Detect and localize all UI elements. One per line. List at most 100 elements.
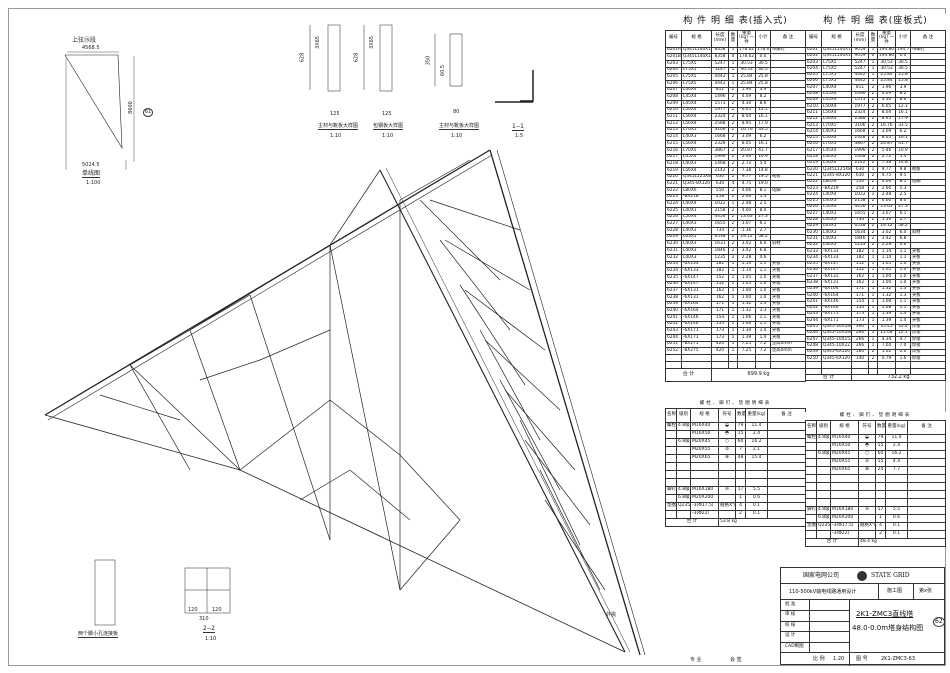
table-cell: 7.2 bbox=[755, 340, 771, 349]
inner-chord bbox=[385, 167, 631, 653]
table-cell: 1.0 bbox=[755, 280, 771, 289]
table-cell: 3867 bbox=[711, 146, 729, 155]
table-cell: 19.0 bbox=[755, 180, 771, 188]
table-cell: 焊接 bbox=[909, 336, 947, 344]
table-cell: 4.8级 bbox=[676, 421, 691, 431]
column-header: 备 注 bbox=[907, 419, 946, 435]
table-cell: 夹板 bbox=[909, 310, 947, 319]
table-cell: 1631 bbox=[711, 240, 729, 249]
note-cell bbox=[767, 429, 806, 439]
table-cell: 1.06 bbox=[737, 320, 756, 329]
table-cell: 2 bbox=[728, 173, 738, 182]
table-cell: 4.8级 bbox=[816, 433, 831, 443]
table-cell: L75X5 bbox=[681, 66, 712, 75]
column-header: 小计 bbox=[755, 29, 771, 48]
note-cell bbox=[907, 449, 946, 459]
table-cell: L40X3 bbox=[681, 227, 712, 235]
table-cell: ◓ bbox=[718, 429, 736, 439]
table-cell: 5.4 bbox=[755, 160, 771, 168]
table-cell: 6.8级 bbox=[816, 513, 831, 523]
empty-cell bbox=[676, 477, 691, 487]
empty-cell bbox=[816, 489, 831, 499]
table-cell: 15.4 bbox=[745, 453, 768, 463]
table-title: 螺栓、脚钉、垫圈明细表 bbox=[699, 400, 772, 406]
table-cell: 171 bbox=[711, 307, 729, 315]
table-cell: L50X4 bbox=[681, 106, 712, 115]
table-cell: L40X3 bbox=[681, 253, 712, 262]
truss-member bbox=[259, 329, 331, 361]
table-cell: M16X180 bbox=[690, 485, 719, 495]
empty-row bbox=[805, 473, 946, 483]
section-2-dim-b: 120 bbox=[212, 607, 222, 613]
table-cell: 6217 bbox=[665, 153, 682, 162]
column-header: 备 注 bbox=[909, 29, 947, 48]
empty-cell bbox=[745, 469, 768, 479]
table-cell: L50X4 bbox=[681, 213, 712, 222]
table-cell: 29.12 bbox=[737, 233, 756, 242]
brand-name: STATE GRID bbox=[871, 572, 910, 579]
role-row-line bbox=[781, 631, 849, 633]
table-cell: 12.1 bbox=[755, 106, 771, 115]
table-cell bbox=[909, 90, 947, 98]
table-cell: 6252 bbox=[665, 347, 682, 356]
table-cell: 1.14 bbox=[737, 260, 756, 269]
empty-cell bbox=[805, 473, 817, 483]
column-header: 符号 bbox=[858, 419, 876, 435]
table-cell: 6236 bbox=[665, 280, 682, 289]
table-cell: 0.1 bbox=[885, 521, 908, 531]
column-header: 重量(kg) 一件 bbox=[737, 29, 756, 48]
table-cell: 6213 bbox=[665, 126, 682, 135]
table-cell: 1.32 bbox=[737, 300, 756, 309]
table-cell: 4.06 bbox=[737, 186, 756, 195]
table-cell: 2 bbox=[728, 93, 738, 101]
note-cell bbox=[767, 493, 806, 503]
table-cell: 7.25 bbox=[737, 347, 756, 356]
table-cell: 2 bbox=[728, 100, 738, 108]
table-cell: M16X40 bbox=[830, 433, 859, 443]
table-cell: 夹板 bbox=[769, 287, 807, 295]
table-cell: 夹板 bbox=[909, 304, 947, 312]
table-cell: 3.42 bbox=[737, 247, 756, 255]
table-cell: 6243 bbox=[665, 327, 682, 336]
table-cell: 8.1 bbox=[755, 186, 771, 195]
table-cell: 2 bbox=[728, 86, 738, 95]
column-header: 名称 bbox=[665, 407, 677, 423]
table-cell: 17 bbox=[735, 485, 746, 495]
detail-2-width: 125 bbox=[382, 111, 392, 117]
table-cell: 1.1 bbox=[755, 267, 771, 275]
empty-cell bbox=[735, 469, 746, 479]
empty-cell bbox=[767, 461, 806, 471]
empty-row bbox=[665, 469, 806, 479]
table-cell bbox=[718, 509, 736, 519]
role-row-line bbox=[781, 641, 849, 643]
table-cell: 5.5 bbox=[745, 485, 768, 495]
scale-value: 1:20 bbox=[833, 656, 845, 662]
table-cell: 1 bbox=[728, 260, 738, 269]
lower-chord bbox=[239, 469, 626, 653]
table-cell bbox=[769, 153, 807, 162]
table-cell: 7.7 bbox=[885, 465, 908, 475]
column-header: 编号 bbox=[665, 29, 682, 48]
table-cell bbox=[665, 493, 677, 502]
table-cell: 1 bbox=[728, 73, 738, 81]
table-cell bbox=[909, 71, 947, 80]
table-cell: L45X4 bbox=[681, 93, 712, 101]
table-cell: 焊接 bbox=[909, 329, 947, 338]
table-cell: 1.1 bbox=[755, 314, 771, 322]
table-cell: M20X55 bbox=[830, 457, 859, 467]
empty-cell bbox=[805, 481, 817, 491]
table-cell: L56X4 bbox=[681, 113, 712, 122]
